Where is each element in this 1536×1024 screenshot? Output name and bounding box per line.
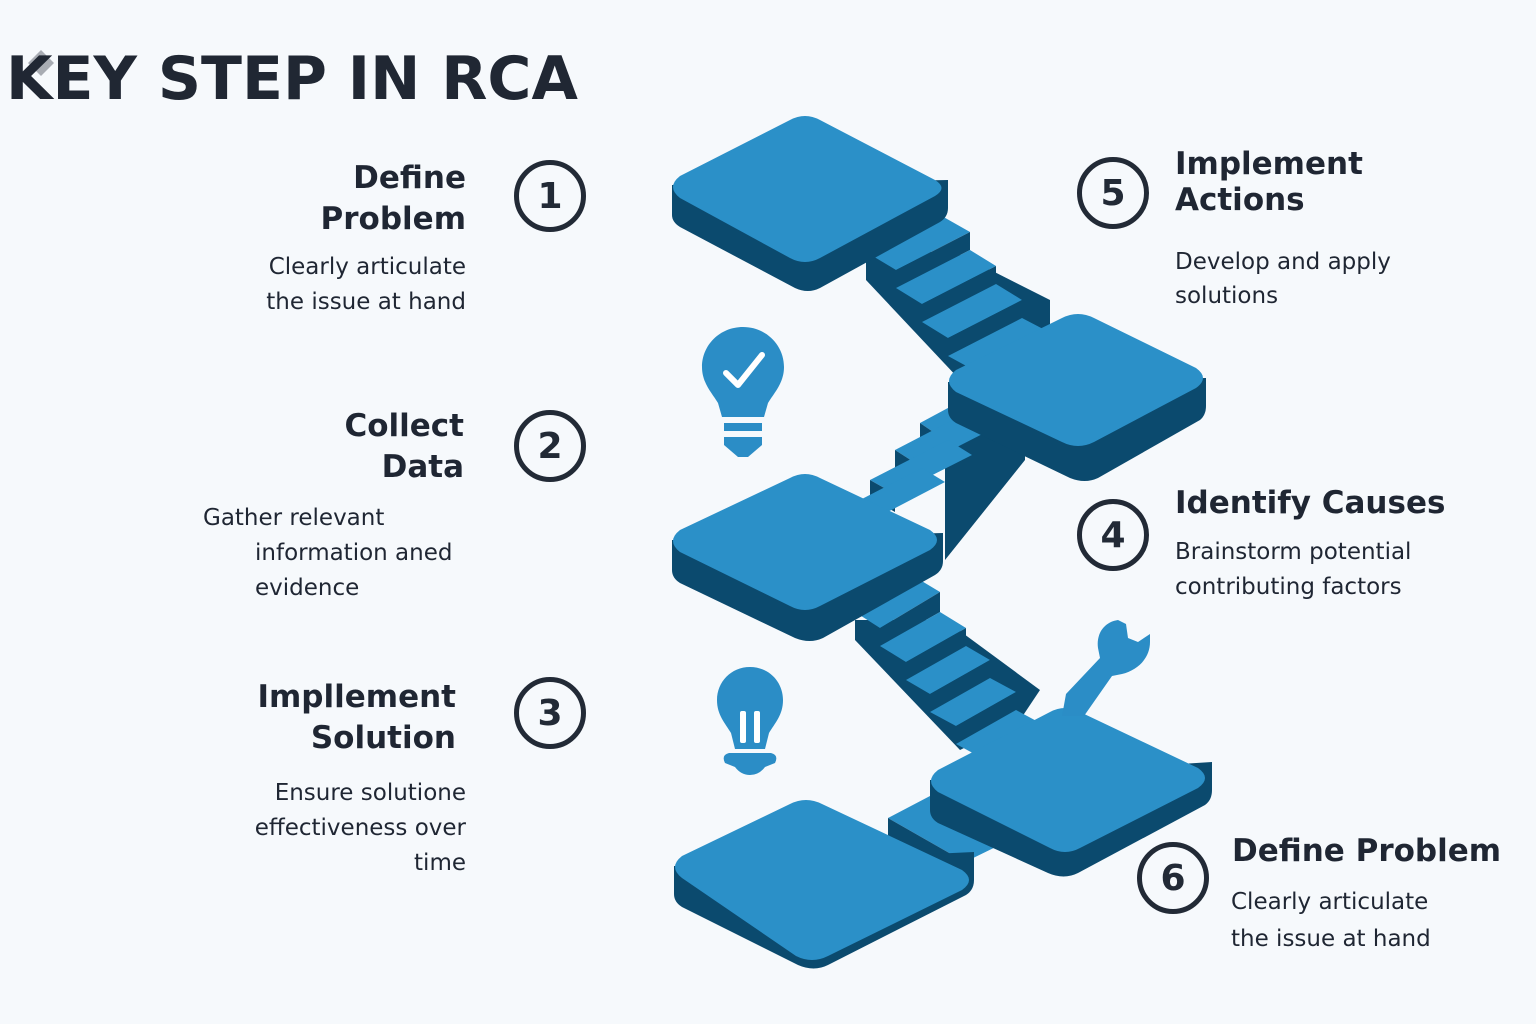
stair-flight-3 xyxy=(855,577,1042,758)
corner-mark-icon xyxy=(28,50,54,76)
step-6-badge: 6 xyxy=(1137,842,1209,914)
wrench-icon xyxy=(1062,620,1150,716)
step-2-title: Collect Data xyxy=(344,408,464,485)
step-1-badge: 1 xyxy=(514,160,586,232)
step-6-title: Define Problem xyxy=(1232,833,1502,869)
platform-right-lower xyxy=(930,708,1212,877)
platform-right-upper xyxy=(948,314,1206,481)
platform-middle-left xyxy=(672,474,943,641)
step-3-description: Ensure solutione effectiveness over time xyxy=(254,780,466,876)
step-6-description: Clearly articulate the issue at hand xyxy=(1231,889,1431,952)
step-5-title: Implement Actions xyxy=(1175,146,1363,218)
page-title: KEY STEP IN RCA xyxy=(6,44,578,114)
step-5-description: Develop and apply solutions xyxy=(1175,249,1391,309)
step-4-badge: 4 xyxy=(1077,499,1149,571)
lightbulb-check-icon xyxy=(702,327,784,457)
step-1-description: Clearly articulate the issue at hand xyxy=(266,254,466,315)
step-2-description: Gather relevant information aned evidenc… xyxy=(203,505,453,601)
step-1-title: Define Problem xyxy=(320,160,466,237)
platform-bottom-left xyxy=(674,800,974,969)
step-5-badge: 5 xyxy=(1077,157,1149,229)
platform-top xyxy=(672,116,948,291)
step-3-title: Impllement Solution xyxy=(257,679,456,756)
step-4-title: Identify Causes xyxy=(1175,485,1446,521)
step-4-description: Brainstorm potential contributing factor… xyxy=(1175,539,1412,600)
step-2-badge: 2 xyxy=(514,410,586,482)
step-3-badge: 3 xyxy=(514,677,586,749)
lightbulb-icon xyxy=(717,667,783,775)
